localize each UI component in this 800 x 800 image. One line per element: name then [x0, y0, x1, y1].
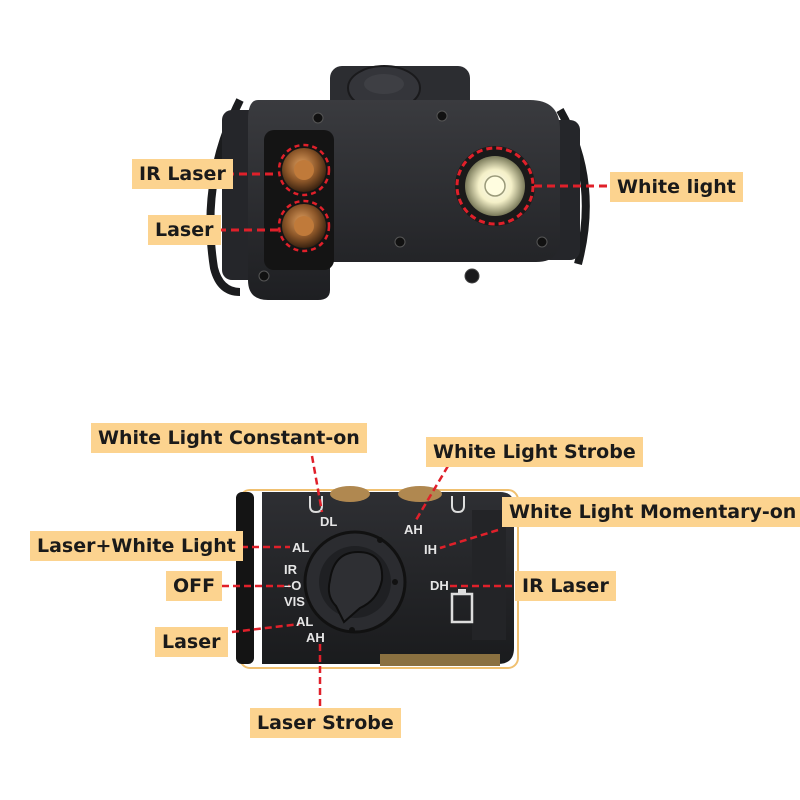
- callout-off: OFF: [166, 571, 223, 601]
- marking-dl: DL: [320, 514, 338, 529]
- callout-laser: Laser: [148, 215, 221, 245]
- marking-al-left: AL: [292, 540, 310, 555]
- marking-ih: IH: [424, 542, 437, 557]
- battery-icon: [450, 589, 474, 624]
- callout-white-light-strobe: White Light Strobe: [426, 437, 643, 467]
- marking-ah-top: AH: [404, 522, 423, 537]
- marking-dh: DH: [430, 578, 449, 593]
- callout-laser-bottom: Laser: [155, 627, 228, 657]
- callout-laser-white-light: Laser+White Light: [30, 531, 243, 561]
- marking-al-bottom: AL: [296, 614, 314, 629]
- callout-white-light-momentary-on: White Light Momentary-on: [502, 497, 800, 527]
- callout-white-light-constant-on: White Light Constant-on: [91, 423, 367, 453]
- marking-zero: –O: [284, 578, 302, 593]
- callout-ir-laser-bottom: IR Laser: [515, 571, 616, 601]
- bottom-selector-view: [222, 455, 519, 706]
- callout-white-light: White light: [610, 172, 743, 202]
- marking-ah-bottom: AH: [306, 630, 325, 645]
- top-device-front-view: [206, 65, 610, 300]
- marking-ir: IR: [284, 562, 297, 577]
- callout-ir-laser: IR Laser: [132, 159, 233, 189]
- marking-vis: VIS: [284, 594, 305, 609]
- callout-laser-strobe: Laser Strobe: [250, 708, 401, 738]
